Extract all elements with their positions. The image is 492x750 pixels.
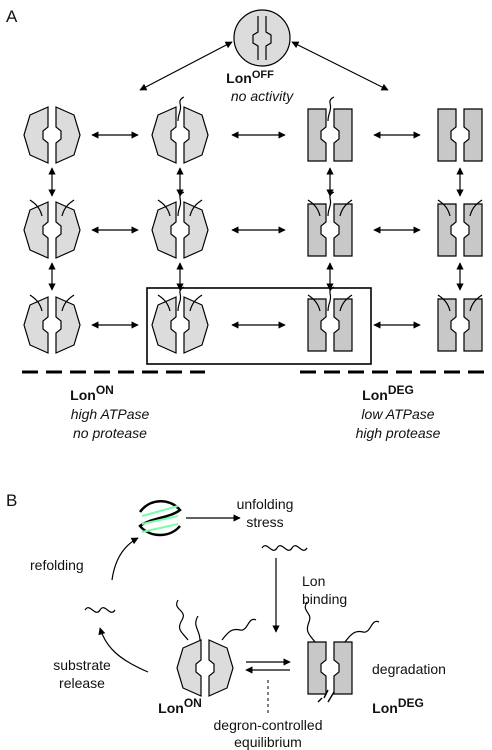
- equilibrium-arrows: [245, 658, 291, 674]
- released-substrate: [84, 607, 116, 613]
- grid-row-3: [23, 286, 483, 354]
- grid-row-2: [23, 191, 483, 259]
- lon-on-line2: no protease: [73, 425, 147, 441]
- substrate-tail: [327, 96, 335, 122]
- substrate-tail: [304, 601, 316, 643]
- substrate-tail: [177, 191, 185, 217]
- degraded-fragments: [317, 689, 335, 703]
- complex-hex: [23, 201, 81, 259]
- complex-rect: [437, 203, 483, 257]
- complex-rect: [307, 203, 353, 257]
- panel-b-label: B: [6, 491, 17, 510]
- complex-rect: [437, 298, 483, 352]
- panel-a-label: A: [6, 7, 18, 26]
- degron-label-1: degron-controlled: [214, 717, 323, 733]
- lon-deg-line1: low ATPase: [361, 406, 434, 422]
- complex-hex: [23, 296, 81, 354]
- lon-binding-2: binding: [302, 591, 347, 607]
- lon-on-line1: high ATPase: [71, 406, 150, 422]
- degron-label-2: equilibrium: [234, 734, 302, 750]
- substrate-tail: [195, 615, 201, 641]
- complex-hex: [151, 201, 209, 259]
- degradation-label: degradation: [372, 661, 446, 677]
- complex-hex: [23, 106, 81, 164]
- complex-rect: [307, 298, 353, 352]
- complex-hex: [151, 106, 209, 164]
- unfolding-label-2: stress: [246, 514, 283, 530]
- complex-hex: [151, 296, 209, 354]
- highlight-box: [146, 287, 372, 365]
- arrow-off-left: [139, 41, 233, 91]
- lon-on-b-label: LonON: [158, 696, 202, 716]
- arrow-off-right: [291, 41, 389, 91]
- vertical-arrows: [48, 167, 464, 291]
- substrate-tail: [221, 618, 257, 641]
- lon-deg-label: LonDEG: [362, 383, 414, 403]
- unfolding-label-1: unfolding: [237, 496, 294, 512]
- lon-deg-b-label: LonDEG: [372, 696, 424, 716]
- substrate-tail: [344, 620, 380, 643]
- horizontal-arrows: [91, 131, 421, 329]
- refolding-label: refolding: [30, 557, 84, 573]
- lon-off-desc: no activity: [231, 88, 294, 104]
- complex-rect: [437, 108, 483, 162]
- lon-deg-complex: [307, 641, 353, 695]
- substrate-tail: [327, 191, 335, 217]
- lon-off-label: LonOFF: [226, 69, 274, 86]
- substrate-tail: [177, 286, 185, 312]
- substrate-release-1: substrate: [53, 657, 111, 673]
- grid-row-1: [23, 96, 483, 164]
- substrate-tail: [176, 599, 189, 641]
- arrow-substrate-release: [98, 627, 149, 673]
- substrate-tail: [327, 286, 335, 312]
- lon-binding-1: Lon: [302, 573, 325, 589]
- complex-rect: [307, 108, 353, 162]
- lon-on-complex: [176, 639, 234, 697]
- substrate-tail: [177, 96, 185, 122]
- lon-deg-line2: high protease: [356, 425, 441, 441]
- substrate-release-2: release: [59, 675, 105, 691]
- lon-on-label: LonON: [70, 383, 114, 403]
- lon-off-complex: [233, 9, 291, 67]
- arrow-refolding: [111, 537, 139, 581]
- folded-protein: [138, 500, 182, 537]
- unfolded-substrate: [261, 545, 308, 551]
